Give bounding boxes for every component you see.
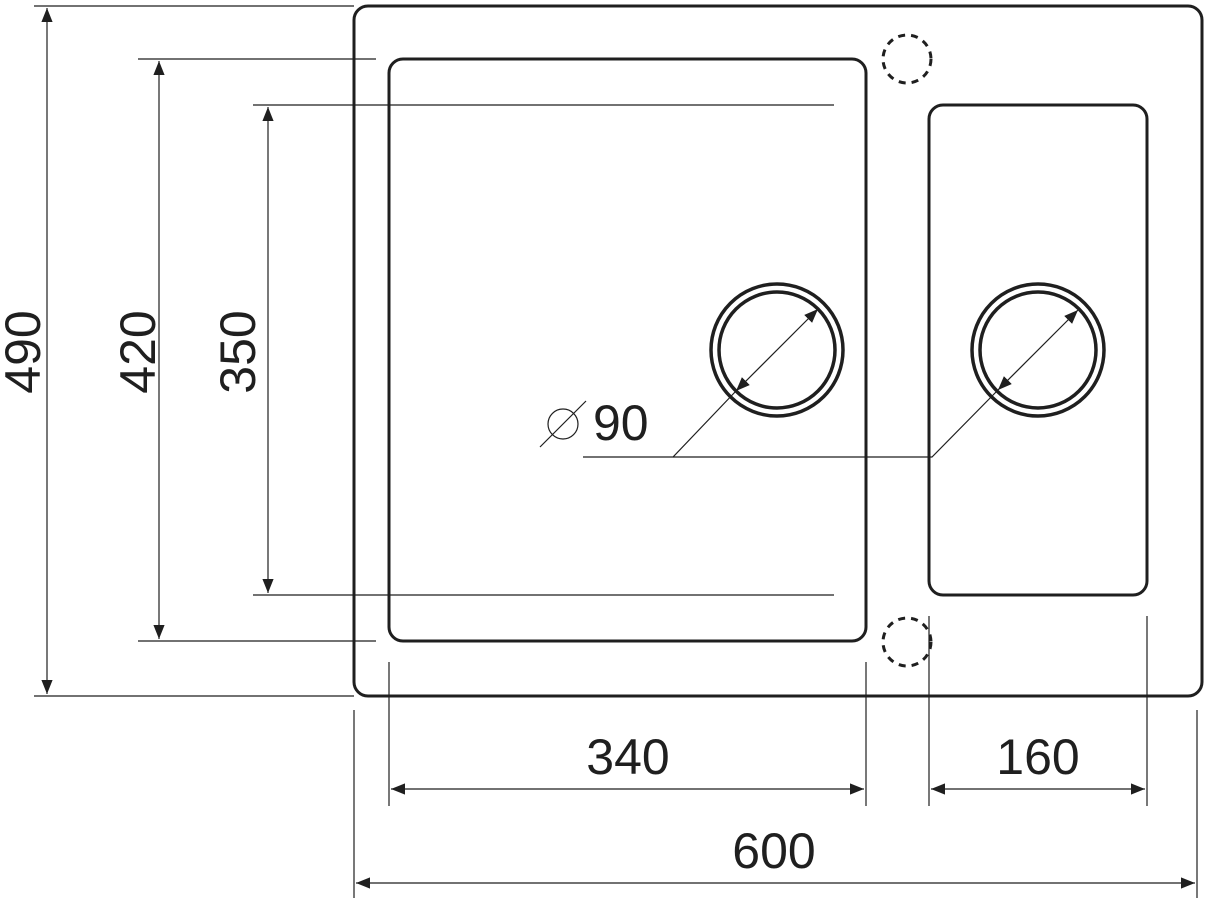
main-bowl bbox=[387, 57, 868, 643]
faucet-hole-top bbox=[881, 33, 933, 85]
faucet-hole-bottom bbox=[881, 616, 933, 668]
overall-depth-label: 490 bbox=[0, 310, 51, 393]
small-bowl-drain bbox=[970, 282, 1106, 418]
drain-diameter-arrow-small bbox=[997, 309, 1079, 391]
bowl-depth-inner-label: 350 bbox=[210, 310, 266, 393]
overall-width-label: 600 bbox=[732, 823, 815, 879]
main-bowl-width-label: 340 bbox=[586, 729, 669, 785]
diameter-leader-small bbox=[673, 389, 999, 458]
drain-diameter-label: 90 bbox=[593, 395, 649, 451]
small-bowl-width-label: 160 bbox=[996, 729, 1079, 785]
bowl-depth-outer-label: 420 bbox=[110, 310, 166, 393]
diameter-symbol-icon bbox=[539, 400, 587, 448]
drain-diameter-arrow-main bbox=[735, 308, 819, 392]
main-bowl-drain bbox=[709, 282, 845, 418]
